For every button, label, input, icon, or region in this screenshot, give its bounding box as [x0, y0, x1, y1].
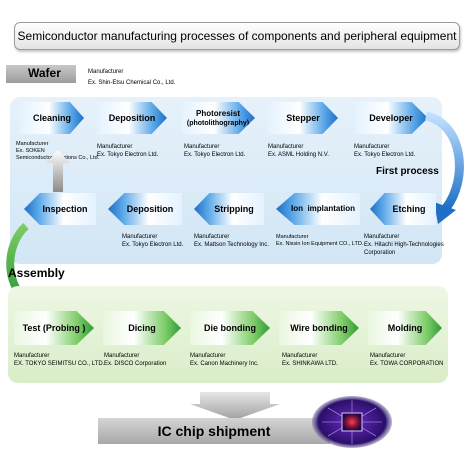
test-probing-manufacturer-example: EX. TOKYO SEIMITSU CO., LTD.: [14, 361, 105, 367]
etching-manufacturer: Manufacturer Ex. Hitachi High-Technologi…: [364, 233, 444, 257]
stepper-manufacturer-heading: Manufacturer: [268, 144, 304, 150]
molding-manufacturer-example: Ex. TOWA CORPORATION: [370, 361, 444, 367]
step-photoresist: Photoresist (photolithography): [181, 102, 255, 134]
dicing-manufacturer-example: Ex. DISCO Corporation: [104, 361, 167, 367]
step-molding: Molding: [368, 311, 442, 345]
developer-manufacturer-example: Ex. Tokyo Electron Ltd.: [354, 152, 416, 158]
step-die-bonding-label: Die bonding: [204, 323, 256, 333]
deposition-2-manufacturer-example: Ex. Tokyo Electron Ltd.: [122, 242, 184, 248]
deposition-2-manufacturer-heading: Manufacturer: [122, 234, 158, 240]
step-deposition: Deposition: [97, 102, 167, 134]
stripping-manufacturer: Manufacturer Ex. Mattson Technology Inc.: [194, 233, 269, 249]
step-developer-label: Developer: [369, 113, 413, 123]
test-probing-manufacturer-heading: Manufacturer: [14, 353, 50, 359]
deposition-manufacturer-heading: Manufacturer: [97, 144, 133, 150]
test-probing-manufacturer: Manufacturer EX. TOKYO SEIMITSU CO., LTD…: [14, 352, 104, 368]
step-dicing-label: Dicing: [128, 323, 156, 333]
diagram-title: Semiconductor manufacturing processes of…: [14, 22, 460, 50]
deposition-2-manufacturer: Manufacturer Ex. Tokyo Electron Ltd.: [122, 233, 183, 249]
wafer-bar: [6, 65, 76, 83]
step-wire-bonding-label: Wire bonding: [290, 323, 348, 333]
step-inspection-label: Inspection: [42, 204, 88, 214]
step-ion-implantation: Ion implantation: [276, 193, 360, 225]
dicing-manufacturer-heading: Manufacturer: [104, 353, 140, 359]
down-arrow-gray: [190, 392, 280, 420]
step-photoresist-label-line1: Photoresist: [195, 108, 240, 118]
stepper-manufacturer-example: Ex. ASML Holding N.V.: [268, 152, 329, 158]
step-molding-label: Molding: [387, 323, 423, 333]
step-stripping: Stripping: [194, 193, 264, 225]
first-process-label: First process: [376, 166, 439, 177]
step-etching: Etching: [370, 193, 436, 225]
photoresist-manufacturer: Manufacturer Ex. Tokyo Electron Ltd.: [184, 143, 245, 159]
assembly-label: Assembly: [8, 266, 65, 280]
step-wire-bonding: Wire bonding: [279, 311, 359, 345]
wire-bonding-manufacturer-example: Ex. SHINKAWA LTD.: [282, 361, 338, 367]
etching-manufacturer-example-1: Ex. Hitachi High-Technologies: [364, 242, 444, 248]
step-stepper: Stepper: [268, 102, 338, 134]
stripping-manufacturer-example: Ex. Mattson Technology Inc.: [194, 242, 269, 248]
wire-bonding-manufacturer-heading: Manufacturer: [282, 353, 318, 359]
step-deposition-label: Deposition: [108, 113, 156, 123]
step-inspection: Inspection: [24, 193, 96, 225]
cleaning-manufacturer-heading: Manufacturer: [16, 141, 49, 147]
dicing-manufacturer: Manufacturer Ex. DISCO Corporation: [104, 352, 166, 368]
wafer-label: Wafer: [28, 66, 61, 80]
photoresist-manufacturer-heading: Manufacturer: [184, 144, 220, 150]
step-test-probing: Test (Probing ): [14, 311, 94, 345]
ion-implantation-manufacturer: Manufacturer Ex. Nissin Ion Equipment CO…: [276, 234, 363, 248]
die-bonding-manufacturer: Manufacturer Ex. Canon Machinery Inc.: [190, 352, 259, 368]
up-arrow-gray: [46, 150, 70, 192]
etching-manufacturer-heading: Manufacturer: [364, 234, 400, 240]
deposition-manufacturer-example: Ex. Tokyo Electron Ltd.: [97, 152, 159, 158]
step-developer: Developer: [354, 102, 428, 134]
cleaning-manufacturer-example-1: Ex. SOKEN: [16, 148, 45, 154]
step-stripping-label: Stripping: [214, 204, 254, 214]
step-deposition-2: Deposition: [108, 193, 182, 225]
etching-manufacturer-example-2: Corporation: [364, 250, 396, 256]
ic-chip-shipment: IC chip shipment: [98, 418, 330, 444]
step-stepper-label: Stepper: [286, 113, 320, 123]
ion-implantation-manufacturer-heading: Manufacturer: [276, 234, 309, 240]
step-etching-label: Etching: [392, 204, 426, 214]
molding-manufacturer-heading: Manufacturer: [370, 353, 406, 359]
die-bonding-manufacturer-heading: Manufacturer: [190, 353, 226, 359]
curved-arrow-right: [424, 111, 464, 224]
step-deposition-2-label: Deposition: [126, 204, 174, 214]
step-photoresist-label-line2: (photolithography): [186, 119, 250, 127]
stripping-manufacturer-heading: Manufacturer: [194, 234, 230, 240]
ion-implantation-manufacturer-example: Ex. Nissin Ion Equipment CO., LTD.: [276, 241, 364, 247]
wire-bonding-manufacturer: Manufacturer Ex. SHINKAWA LTD.: [282, 352, 338, 368]
photoresist-manufacturer-example: Ex. Tokyo Electron Ltd.: [184, 152, 246, 158]
deposition-manufacturer: Manufacturer Ex. Tokyo Electron Ltd.: [97, 143, 158, 159]
stepper-manufacturer: Manufacturer Ex. ASML Holding N.V.: [268, 143, 329, 159]
step-test-probing-label: Test (Probing ): [22, 323, 86, 333]
molding-manufacturer: Manufacturer Ex. TOWA CORPORATION: [370, 352, 443, 368]
ic-chip-image: [312, 396, 392, 448]
step-dicing: Dicing: [103, 311, 181, 345]
step-cleaning-label: Cleaning: [32, 113, 71, 123]
step-die-bonding: Die bonding: [190, 311, 270, 345]
wafer-manufacturer-example: Ex. Shin-Etsu Chemical Co., Ltd.: [88, 80, 176, 86]
step-cleaning: Cleaning: [20, 102, 84, 134]
developer-manufacturer: Manufacturer Ex. Tokyo Electron Ltd.: [354, 143, 415, 159]
die-bonding-manufacturer-example: Ex. Canon Machinery Inc.: [190, 361, 259, 367]
wafer-arrow: [0, 62, 100, 92]
step-ion-implantation-label: Ion implantation: [291, 204, 355, 213]
wafer-manufacturer-heading: Manufacturer: [88, 69, 124, 75]
developer-manufacturer-heading: Manufacturer: [354, 144, 390, 150]
